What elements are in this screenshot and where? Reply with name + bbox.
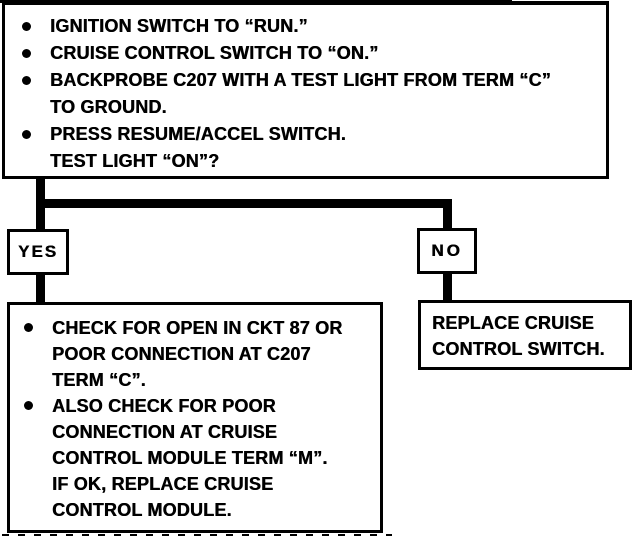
instruction-line: TEST LIGHT “ON”?	[22, 148, 602, 175]
result-line: CONTROL MODULE.	[24, 497, 378, 523]
yes-branch-label: YES	[7, 229, 69, 275]
instruction-text: IGNITION SWITCH TO “RUN.”	[50, 16, 308, 36]
bullet-icon	[24, 315, 52, 332]
connector-no-to-result	[443, 273, 452, 301]
result-line: IF OK, REPLACE CRUISE	[24, 471, 378, 497]
instruction-text: PRESS RESUME/ACCEL SWITCH.	[50, 124, 346, 144]
no-branch-label: NO	[417, 228, 477, 274]
instruction-text: CRUISE CONTROL SWITCH TO “ON.”	[50, 43, 379, 63]
no-label-text: NO	[431, 241, 463, 260]
instruction-line: PRESS RESUME/ACCEL SWITCH.	[22, 121, 602, 148]
result-text: ALSO CHECK FOR POOR	[52, 396, 276, 416]
result-line: CONNECTION AT CRUISE	[24, 419, 378, 445]
no-result-box: REPLACE CRUISE CONTROL SWITCH.	[418, 300, 632, 370]
result-text: CHECK FOR OPEN IN CKT 87 OR	[52, 318, 343, 338]
instruction-line: BACKPROBE C207 WITH A TEST LIGHT FROM TE…	[22, 67, 602, 94]
result-text: CONNECTION AT CRUISE	[52, 422, 278, 442]
instruction-line: TO GROUND.	[22, 94, 602, 121]
result-line: TERM “C”.	[24, 367, 378, 393]
result-text: CONTROL MODULE TERM “M”.	[52, 448, 328, 468]
result-text: CONTROL SWITCH.	[432, 339, 605, 359]
result-text: IF OK, REPLACE CRUISE	[52, 474, 274, 494]
result-line: ALSO CHECK FOR POOR	[24, 393, 378, 419]
instruction-line: CRUISE CONTROL SWITCH TO “ON.”	[22, 40, 602, 67]
result-line: POOR CONNECTION AT C207	[24, 341, 378, 367]
question-text: TEST LIGHT “ON”?	[50, 151, 220, 171]
result-text: POOR CONNECTION AT C207	[52, 344, 311, 364]
result-line: CONTROL MODULE TERM “M”.	[24, 445, 378, 471]
yes-label-text: YES	[17, 242, 59, 261]
result-line: REPLACE CRUISE	[432, 310, 629, 336]
connector-crossbar	[36, 199, 452, 208]
connector-yes-to-result	[36, 274, 45, 303]
bullet-icon	[22, 13, 50, 31]
instruction-text: BACKPROBE C207 WITH A TEST LIGHT FROM TE…	[50, 70, 551, 90]
connector-drop-no	[443, 205, 452, 229]
bullet-icon	[24, 393, 52, 410]
bullet-icon	[22, 121, 50, 139]
result-text: CONTROL MODULE.	[52, 500, 232, 520]
result-line: CONTROL SWITCH.	[432, 336, 629, 362]
result-text: TERM “C”.	[52, 370, 146, 390]
result-text: REPLACE CRUISE	[432, 313, 594, 333]
test-instructions-box: IGNITION SWITCH TO “RUN.” CRUISE CONTROL…	[2, 1, 609, 179]
instruction-line: IGNITION SWITCH TO “RUN.”	[22, 13, 602, 40]
bullet-icon	[22, 67, 50, 85]
instruction-text: TO GROUND.	[50, 97, 167, 117]
bullet-icon	[22, 40, 50, 58]
scan-artifact	[2, 534, 392, 536]
yes-result-box: CHECK FOR OPEN IN CKT 87 OR POOR CONNECT…	[7, 302, 383, 533]
result-line: CHECK FOR OPEN IN CKT 87 OR	[24, 315, 378, 341]
